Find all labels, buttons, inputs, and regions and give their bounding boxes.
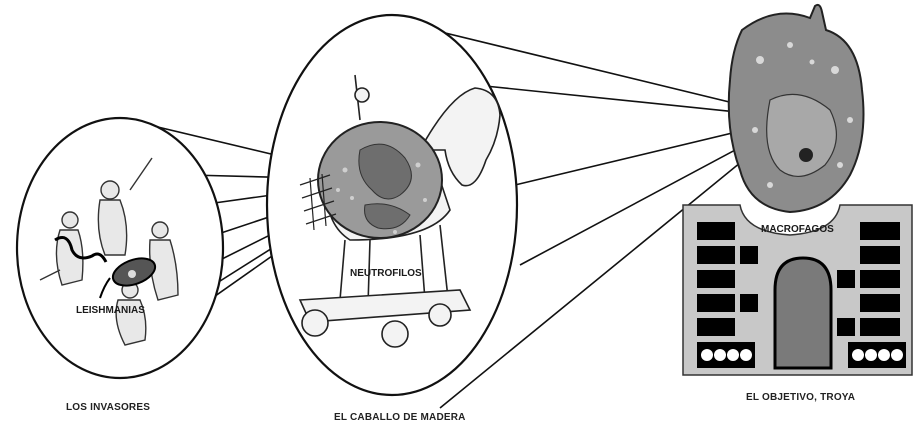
parasites-label: LEISHMANIAS xyxy=(76,305,145,316)
neutrophils-label: NEUTROFILOS xyxy=(350,268,422,279)
city-gate xyxy=(775,258,831,368)
target-caption: EL OBJETIVO, TROYA xyxy=(746,392,855,403)
wooden-horse-caption: EL CABALLO DE MADERA xyxy=(334,412,466,423)
invaders-circle: LEISHMANIAS xyxy=(17,118,223,378)
macrophages-label: MACROFAGOS xyxy=(761,224,834,235)
invaders-caption: LOS INVASORES xyxy=(66,402,150,413)
wooden-horse-circle: NEUTROFILOS xyxy=(267,15,517,395)
macrophage-cell: MACROFAGOS xyxy=(729,5,864,235)
